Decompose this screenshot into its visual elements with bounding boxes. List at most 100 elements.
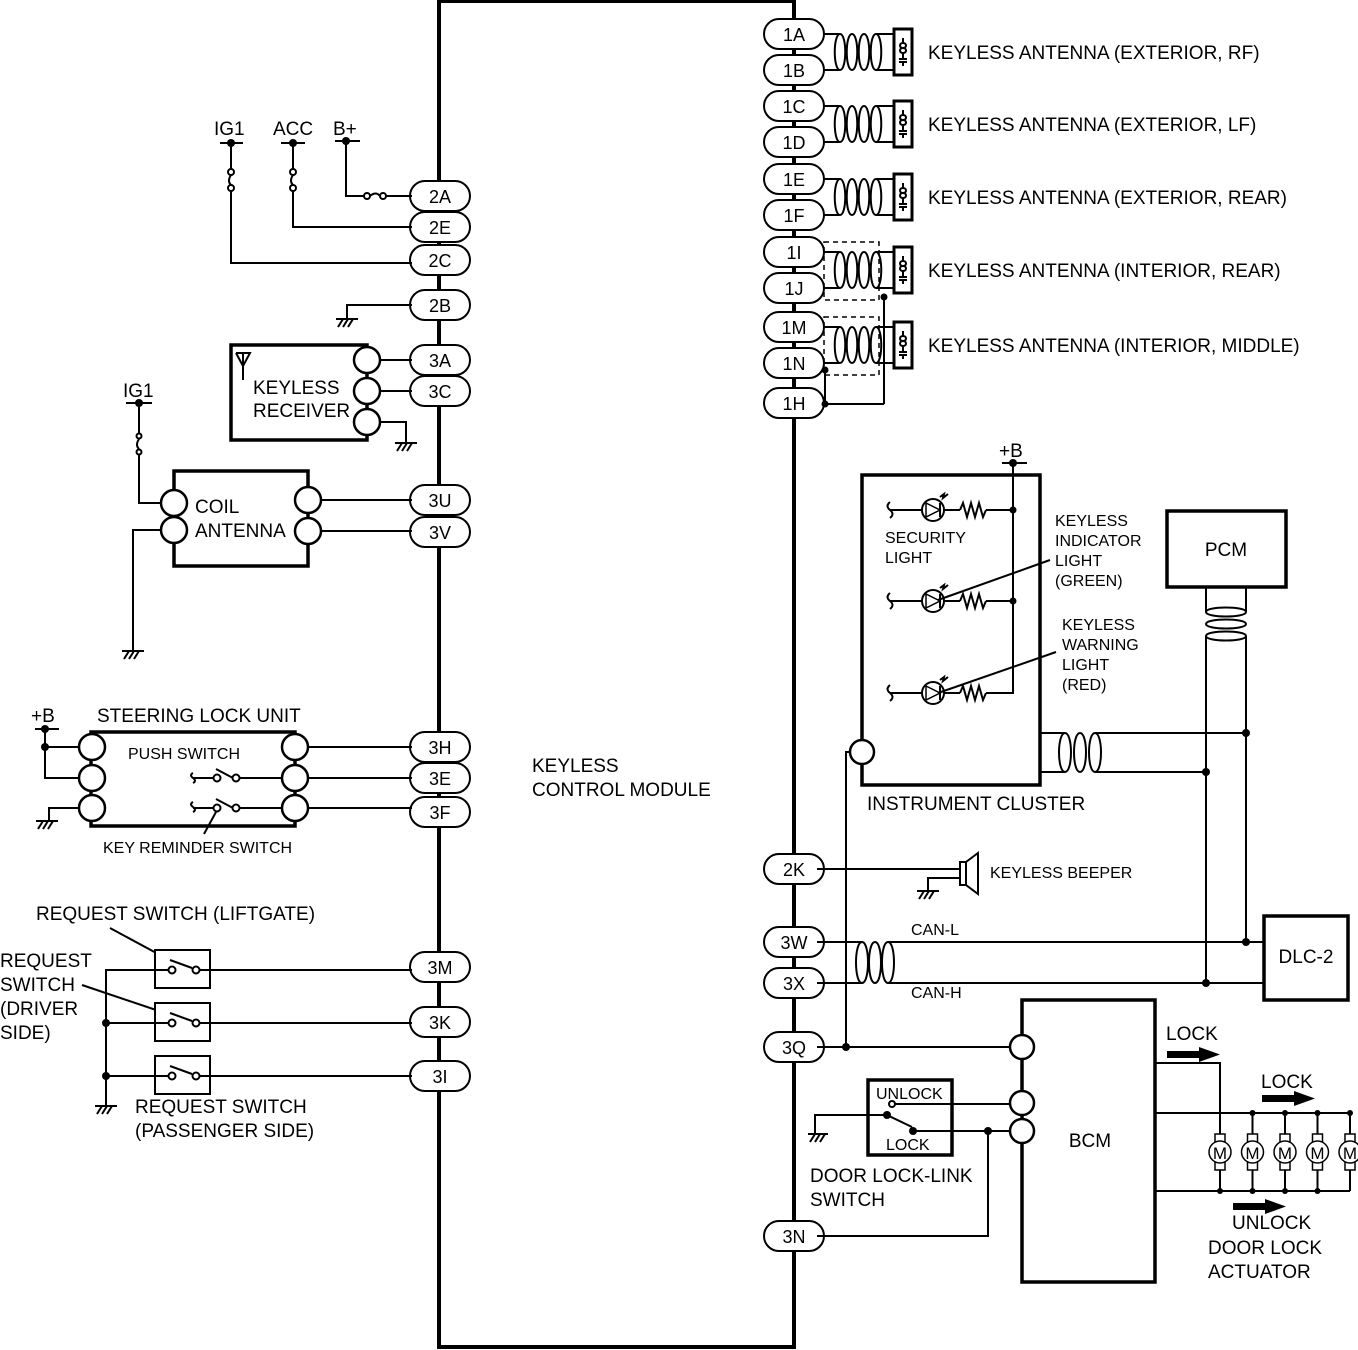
pin-3a: 3A xyxy=(409,344,471,376)
pin-label: 3N xyxy=(782,1227,805,1247)
pin-label: 1B xyxy=(783,61,805,81)
request-switch-icon xyxy=(154,949,412,989)
can-low-label: CAN-L xyxy=(911,922,959,939)
ground-icon xyxy=(917,890,939,900)
key-reminder-switch-icon xyxy=(190,798,284,835)
door-lock-link-label-2: SWITCH xyxy=(810,1190,885,1211)
cluster-can-wiring xyxy=(1040,729,1250,776)
bcm-label: BCM xyxy=(1069,1131,1111,1152)
pin-1e: 1E xyxy=(763,163,825,195)
keyless-receiver-label-1: KEYLESS xyxy=(253,378,340,399)
door-lock-link-unlock-label: UNLOCK xyxy=(876,1086,943,1103)
keyless-antenna: KEYLESS ANTENNA (EXTERIOR, RF) xyxy=(824,27,1260,77)
lamp-icon xyxy=(886,674,1013,705)
pin-label: 1A xyxy=(783,25,805,45)
push-switch-icon xyxy=(190,768,284,784)
pin-label: 1F xyxy=(783,206,804,226)
pin-1i: 1I xyxy=(763,236,825,268)
lock-mid-label: LOCK xyxy=(1261,1072,1313,1093)
pin-label: 1I xyxy=(786,243,801,263)
keyless-antenna-label: KEYLESS ANTENNA (INTERIOR, REAR) xyxy=(928,261,1281,282)
keyless-beeper: KEYLESS BEEPER xyxy=(817,851,1132,900)
pin-label: 3X xyxy=(783,974,805,994)
pin-3m: 3M xyxy=(409,951,471,983)
keyless-receiver-label-2: RECEIVER xyxy=(253,401,350,422)
pcm-module: PCM xyxy=(1165,509,1288,983)
pin-1d: 1D xyxy=(763,126,825,158)
indicator-light-label-3: LIGHT xyxy=(1055,553,1102,570)
motor-label: M xyxy=(1343,1144,1357,1163)
pin-1j: 1J xyxy=(763,272,825,304)
coil-antenna-label-1: COIL xyxy=(195,497,239,518)
pin-1f: 1F xyxy=(763,199,825,231)
indicator-light-label-1: KEYLESS xyxy=(1055,513,1128,530)
plusb-steering-label: +B xyxy=(31,706,55,727)
plusb-cluster-label: +B xyxy=(999,441,1023,462)
request-switch-driver-label-4: SIDE) xyxy=(0,1023,51,1044)
pin-label: 1M xyxy=(781,318,806,338)
request-switch-liftgate-label: REQUEST SWITCH (LIFTGATE) xyxy=(36,904,315,925)
lock-top-label: LOCK xyxy=(1166,1024,1218,1045)
bcm-module: BCM xyxy=(1008,998,1157,1284)
keyless-antenna-label: KEYLESS ANTENNA (EXTERIOR, REAR) xyxy=(928,188,1287,209)
pin-label: 1C xyxy=(782,97,805,117)
request-switch-driver-label-2: SWITCH xyxy=(0,975,75,996)
lamp-icon xyxy=(886,582,1017,613)
keyless-antenna-label: KEYLESS ANTENNA (EXTERIOR, LF) xyxy=(928,115,1256,136)
ground-icon xyxy=(36,820,58,830)
pin-label: 1D xyxy=(782,133,805,153)
pin-label: 2E xyxy=(429,218,451,238)
motor-label: M xyxy=(1278,1144,1292,1163)
warning-light-label-4: (RED) xyxy=(1062,677,1106,694)
instrument-cluster-label: INSTRUMENT CLUSTER xyxy=(867,794,1085,815)
steering-lock-unit: STEERING LOCK UNIT +B PUSH SWITCH xyxy=(31,706,412,857)
pin-label: 3C xyxy=(428,382,451,402)
pin-3v: 3V xyxy=(409,516,471,548)
acc-label: ACC xyxy=(273,119,313,140)
pin-label: 3Q xyxy=(782,1038,806,1058)
keyless-antenna-label: KEYLESS ANTENNA (INTERIOR, MIDDLE) xyxy=(928,336,1300,357)
door-lock-motor-icon: M xyxy=(1305,1110,1330,1194)
request-switch-icon xyxy=(154,1055,412,1095)
pin-label: 1N xyxy=(782,354,805,374)
pin-label: 3I xyxy=(432,1067,447,1087)
pin-3x: 3X xyxy=(763,967,825,999)
keyless-antenna: KEYLESS ANTENNA (INTERIOR, MIDDLE) xyxy=(823,316,1300,376)
door-lock-link-switch: UNLOCK LOCK DOOR LOCK-LINK SWITCH xyxy=(808,1078,1010,1237)
request-switch-driver-label-3: (DRIVER xyxy=(0,999,78,1020)
keyless-beeper-label: KEYLESS BEEPER xyxy=(990,865,1132,882)
pin-label: 3A xyxy=(429,351,451,371)
pin-1n: 1N xyxy=(763,347,825,379)
pin-3q: 3Q xyxy=(763,1031,825,1063)
push-switch-label: PUSH SWITCH xyxy=(128,746,240,763)
security-light-label-1: SECURITY xyxy=(885,530,966,547)
pin-label: 2C xyxy=(428,251,451,271)
pin-3e: 3E xyxy=(409,762,471,794)
pin-label: 2K xyxy=(783,860,805,880)
pin-label: 3U xyxy=(428,491,451,511)
pin-2k: 2K xyxy=(763,853,825,885)
pin-label: 3V xyxy=(429,523,451,543)
antenna-group: KEYLESS ANTENNA (EXTERIOR, RF) KEYLESS AN… xyxy=(823,27,1300,376)
motor-label: M xyxy=(1310,1144,1324,1163)
power-feed-group: IG1 ACC B+ xyxy=(214,119,412,328)
keyless-antenna: KEYLESS ANTENNA (EXTERIOR, LF) xyxy=(824,99,1256,149)
can-bus-wiring: CAN-L CAN-H xyxy=(817,922,1264,1002)
dlc2-label: DLC-2 xyxy=(1279,947,1334,968)
pin-3c: 3C xyxy=(409,375,471,407)
pin-2e: 2E xyxy=(409,211,471,243)
pin-2b: 2B xyxy=(409,289,471,321)
pin-label: 3H xyxy=(428,738,451,758)
instrument-cluster: +B SECURITY LIGHT KEYLESS INDICATOR LIGH… xyxy=(848,441,1142,815)
keyless-antenna: KEYLESS ANTENNA (EXTERIOR, REAR) xyxy=(824,172,1287,222)
bplus-label: B+ xyxy=(333,119,357,140)
pin-label: 3M xyxy=(427,958,452,978)
arrow-lock-top-icon xyxy=(1167,1047,1220,1062)
pin-3n: 3N xyxy=(763,1220,825,1252)
ground-icon xyxy=(395,442,417,452)
keyless-antenna-label: KEYLESS ANTENNA (EXTERIOR, RF) xyxy=(928,43,1260,64)
pin-2c: 2C xyxy=(409,244,471,276)
